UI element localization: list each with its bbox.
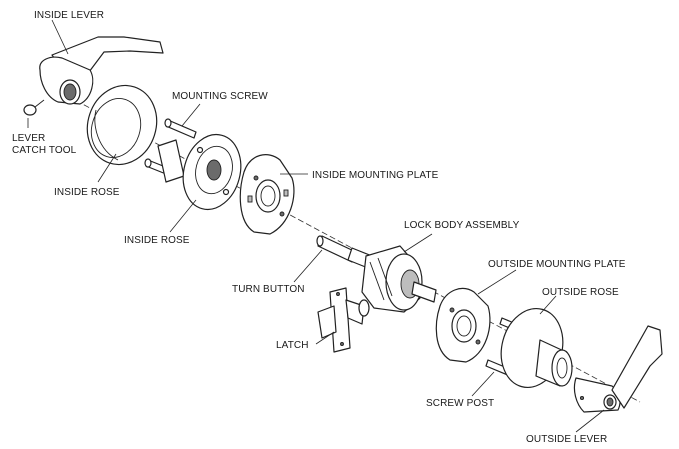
outside-rose bbox=[500, 307, 573, 389]
label-screw-post: SCREW POST bbox=[426, 398, 494, 409]
label-inside-rose-hub: INSIDE ROSE bbox=[124, 235, 190, 246]
label-mounting-screw: MOUNTING SCREW bbox=[172, 91, 268, 102]
label-lever-catch-tool-line1: LEVER bbox=[12, 133, 45, 144]
label-lever-catch-tool-line2: CATCH TOOL bbox=[12, 145, 77, 156]
label-latch: LATCH bbox=[276, 340, 309, 351]
inside-rose-hub bbox=[157, 133, 242, 211]
label-outside-mounting-plate: OUTSIDE MOUNTING PLATE bbox=[488, 259, 626, 270]
inside-mounting-plate bbox=[239, 154, 295, 235]
label-outside-lever: OUTSIDE LEVER bbox=[526, 434, 607, 445]
outside-mounting-plate bbox=[435, 287, 491, 363]
label-turn-button: TURN BUTTON bbox=[232, 284, 305, 295]
inside-lever bbox=[39, 36, 164, 105]
latch bbox=[317, 287, 370, 353]
leader-lines bbox=[27, 19, 605, 433]
lock-body-assembly bbox=[361, 245, 437, 313]
inside-rose-dome bbox=[86, 84, 158, 166]
label-lock-body-assembly: LOCK BODY ASSEMBLY bbox=[404, 220, 520, 231]
outside-lever bbox=[573, 325, 663, 413]
label-inside-mounting-plate: INSIDE MOUNTING PLATE bbox=[312, 170, 439, 181]
label-outside-rose: OUTSIDE ROSE bbox=[542, 287, 619, 298]
label-inside-lever: INSIDE LEVER bbox=[34, 10, 104, 21]
assembly-axis bbox=[59, 91, 641, 403]
label-inside-rose-outer: INSIDE ROSE bbox=[54, 187, 120, 198]
lever-catch-tool bbox=[23, 99, 45, 116]
turn-button-spindle bbox=[316, 235, 373, 269]
